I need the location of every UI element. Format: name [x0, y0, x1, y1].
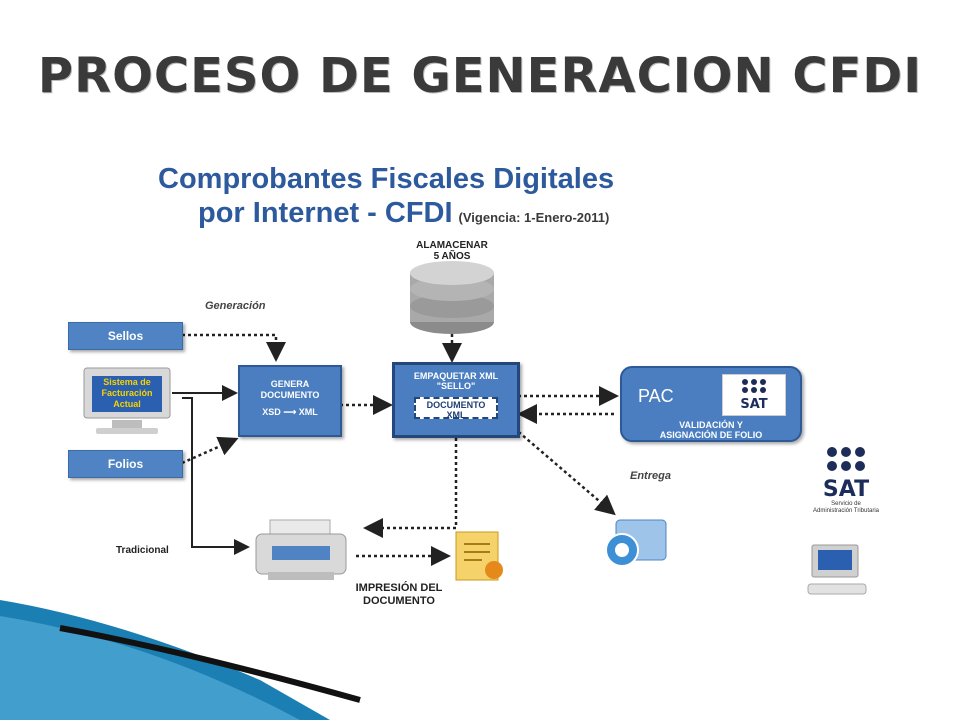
arrow-folios-genera — [181, 436, 239, 465]
documento-xml-line2: XML — [446, 410, 466, 420]
empaquetar-line2: "SELLO" — [436, 381, 476, 391]
certificate-icon — [455, 531, 503, 581]
xsd-xml-row: XSD ⟶ XML — [240, 407, 340, 418]
sat-subtitle: Servicio de Administración Tributaria — [796, 501, 896, 515]
documento-xml-box: DOCUMENTO XML — [414, 397, 498, 420]
sistema-line3: Actual — [113, 399, 141, 409]
impresion-label: IMPRESIÓN DEL DOCUMENTO — [332, 582, 466, 608]
sellos-box: Sellos — [68, 322, 183, 350]
pac-label: PAC — [638, 386, 674, 406]
sistema-line2: Facturación — [101, 388, 153, 398]
slide-title: PROCESO DE GENERACION CFDI — [37, 48, 923, 104]
sat-sub-line2: Administración Tributaria — [812, 508, 880, 514]
sat-logo-text: SAT — [822, 477, 870, 502]
impresion-line2: DOCUMENTO — [363, 595, 435, 607]
genera-line2: DOCUMENTO — [260, 390, 320, 400]
generacion-label: Generación — [205, 300, 266, 312]
database-icon — [410, 261, 494, 334]
entrega-label: Entrega — [630, 470, 671, 482]
arrow-right-icon: ⟶ — [283, 407, 299, 417]
validacion-line1: VALIDACIÓN Y — [679, 420, 743, 430]
sat-dots-icon — [827, 447, 865, 471]
svg-text:SAT: SAT — [740, 397, 767, 412]
empaquetar-line1: EMPAQUETAR XML — [413, 371, 499, 381]
sistema-facturacion-screen: Sistema de Facturación Actual — [92, 376, 162, 412]
genera-line1: GENERA — [270, 379, 310, 389]
diagram-title-line1: Comprobantes Fiscales Digitales — [158, 163, 615, 195]
arrow-tradicional — [182, 397, 250, 555]
almacenar-line2: 5 AÑOS — [433, 251, 471, 262]
folios-box: Folios — [68, 450, 183, 478]
empaquetar-xml-box: EMPAQUETAR XML "SELLO" DOCUMENTO XML — [392, 362, 520, 438]
sat-mini-logo: SAT — [722, 374, 786, 416]
almacenar-label: ALAMACENAR 5 AÑOS — [400, 240, 504, 262]
almacenar-line1: ALAMACENAR — [416, 240, 488, 251]
sat-logo: SAT Servicio de Administración Tributari… — [796, 444, 896, 515]
documento-xml-line1: DOCUMENTO — [426, 400, 486, 410]
validacion-label: VALIDACIÓN Y ASIGNACIÓN DE FOLIO — [622, 420, 800, 440]
sat-sub-line1: Servicio de — [831, 501, 861, 507]
arrow-empaquetar-entrega — [513, 427, 616, 516]
xml-label: XML — [298, 407, 318, 417]
diagram-title: Comprobantes Fiscales Digitales por Inte… — [158, 162, 738, 235]
validacion-line2: ASIGNACIÓN DE FOLIO — [659, 430, 763, 440]
small-computer-icon — [807, 544, 867, 595]
email-icon — [605, 519, 667, 567]
sistema-line1: Sistema de — [103, 377, 151, 387]
arrow-empaquetar-printer — [363, 432, 458, 538]
arrow-sellos-genera — [182, 333, 286, 362]
impresion-line1: IMPRESIÓN DEL — [355, 582, 443, 594]
genera-documento-box: GENERA DOCUMENTO XSD ⟶ XML — [238, 365, 342, 437]
diagram-title-line2: por Internet - CFDI — [198, 197, 453, 229]
vigencia-label: (Vigencia: 1-Enero-2011) — [458, 210, 610, 225]
printer-icon — [255, 519, 347, 580]
sat-mini-dots-icon: SAT — [740, 379, 768, 412]
xsd-label: XSD — [262, 407, 281, 417]
corner-wave-decoration — [0, 600, 361, 720]
pac-box: PAC SAT VALIDACIÓN Y ASIGNACIÓN DE FOLIO — [620, 366, 802, 442]
tradicional-label: Tradicional — [116, 545, 169, 556]
